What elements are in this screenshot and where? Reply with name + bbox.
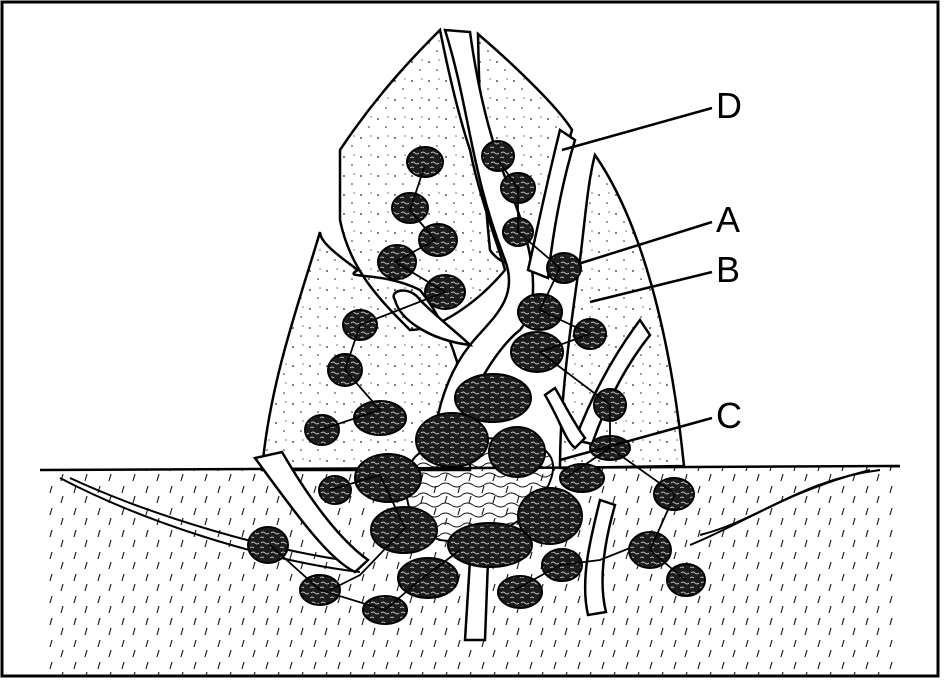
nodule: [511, 332, 563, 372]
nodule: [248, 527, 288, 563]
nodule: [518, 294, 562, 330]
nodule: [498, 576, 542, 608]
label-d: D: [716, 85, 742, 126]
nodule: [407, 147, 443, 177]
nodule: [354, 401, 406, 435]
nodule: [355, 454, 421, 502]
nodule: [482, 141, 514, 171]
label-b: B: [716, 249, 740, 290]
nodule: [319, 476, 351, 504]
nodule: [547, 253, 581, 283]
nodule: [416, 413, 488, 467]
nodule: [448, 523, 532, 567]
nodule: [378, 245, 416, 279]
nodule: [489, 427, 545, 477]
label-a: A: [716, 199, 740, 240]
label-c: C: [716, 395, 742, 436]
